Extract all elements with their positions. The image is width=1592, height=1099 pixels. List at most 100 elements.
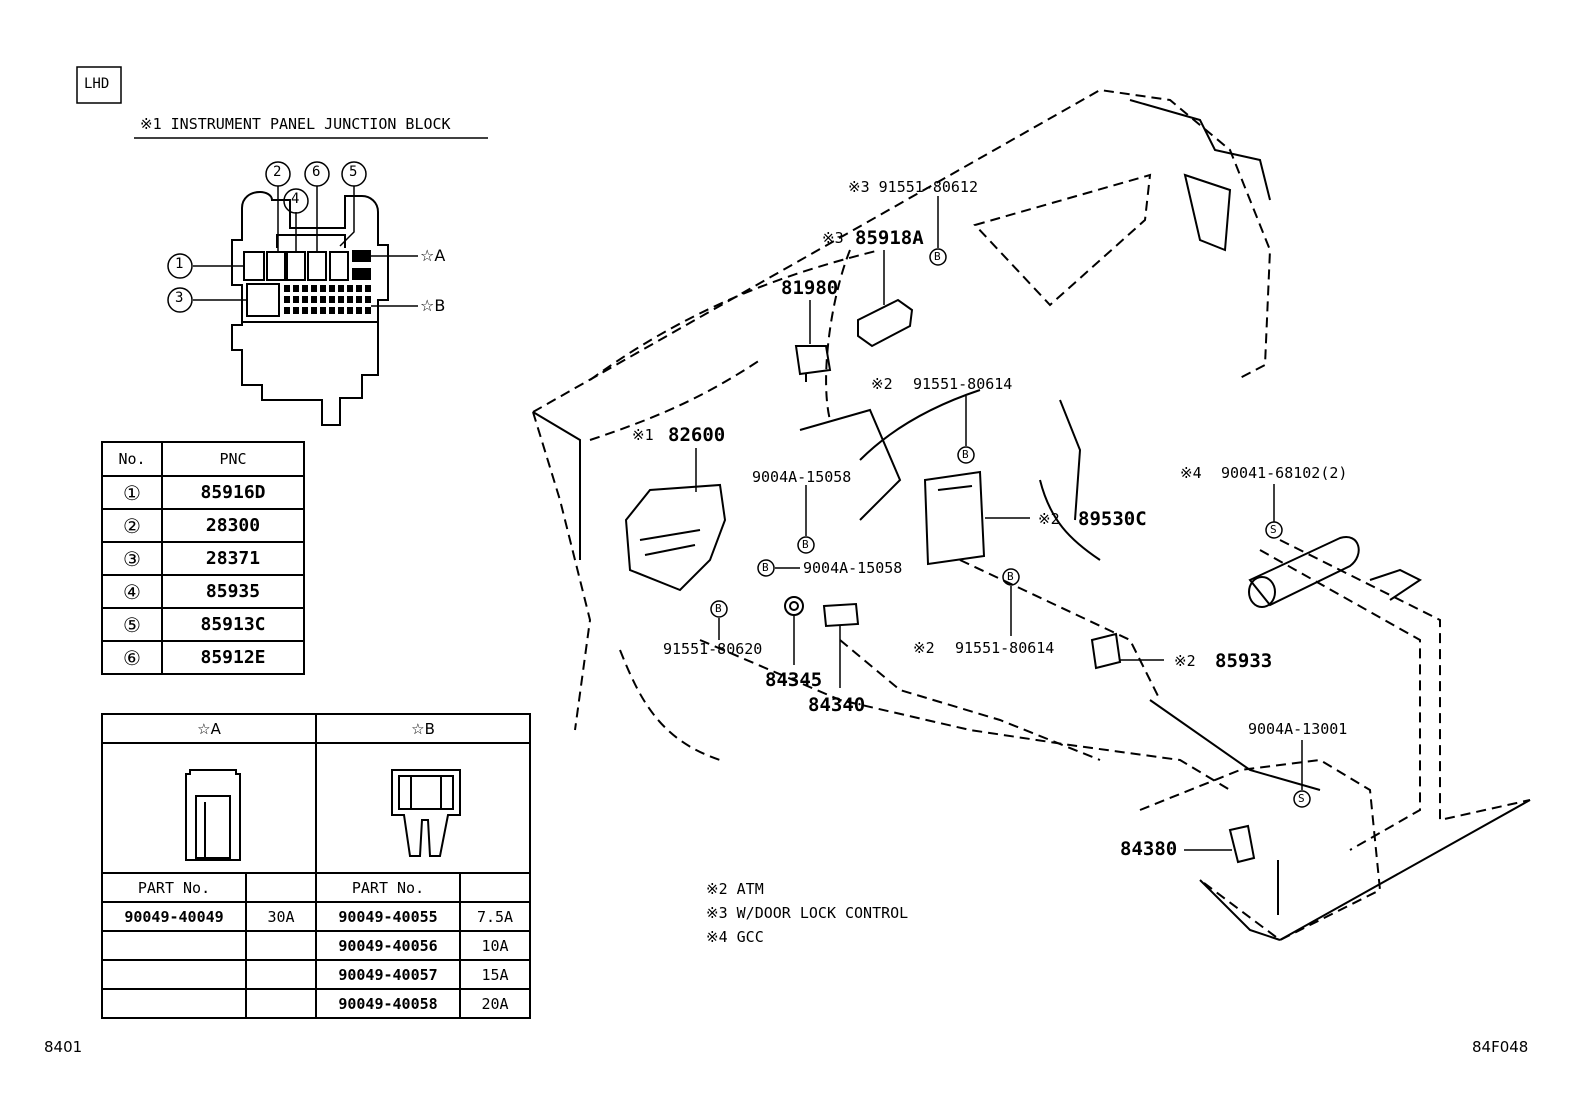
callout-9004a-13001: 9004A-13001 (1248, 720, 1348, 738)
fuse-a-part (101, 959, 247, 990)
row-pnc: 28371 (161, 541, 305, 576)
marker-b: B (802, 538, 809, 551)
table-row: 90049-40058 20A (101, 988, 531, 1019)
row-pnc: 85935 (161, 574, 305, 609)
callout-89530c: 89530C (1078, 508, 1147, 530)
part-no-header-b: PART No. (315, 872, 461, 903)
marker-circles (710, 248, 1311, 808)
note-gcc: ※4 GCC (706, 928, 764, 946)
callout-4-label: 4 (291, 191, 300, 207)
callout-91551-80620: 91551-80620 (663, 640, 763, 658)
callout-85933: 85933 (1215, 650, 1273, 672)
callout-90041-68102-mark: ※4 (1180, 464, 1202, 482)
ring-84345 (784, 596, 804, 616)
row-no: ⑤ (101, 607, 163, 642)
callout-1-label: 1 (175, 256, 184, 272)
fuse-b-rating: 20A (459, 988, 531, 1019)
junction-block-title: ※1 INSTRUMENT PANEL JUNCTION BLOCK (140, 115, 451, 133)
fuse-a-part (101, 930, 247, 961)
ecu-89530c (923, 470, 986, 566)
note-door-lock: ※3 W/DOOR LOCK CONTROL (706, 904, 909, 922)
callout-91551-80614-top-mark: ※2 (871, 375, 893, 393)
callout-2-label: 2 (273, 164, 282, 180)
row-no: ① (101, 475, 163, 510)
callout-91551-80614-bottom-mark: ※2 (913, 639, 935, 657)
rating-header-b (459, 872, 531, 903)
callout-3-label: 3 (175, 290, 184, 306)
fuse-b-rating: 10A (459, 930, 531, 961)
bracket-84380 (1228, 824, 1256, 864)
callout-91551-80614-bottom: 91551-80614 (955, 639, 1055, 657)
callout-84340: 84340 (808, 694, 866, 716)
callout-6-label: 6 (312, 164, 321, 180)
module-85933 (1090, 632, 1122, 670)
fuse-b-part: 90049-40055 (315, 901, 461, 932)
dashboard-outline (532, 88, 1531, 942)
marker-b: B (962, 448, 969, 461)
row-pnc: 85916D (161, 475, 305, 510)
callout-84345: 84345 (765, 669, 823, 691)
relay-85918a (857, 298, 914, 348)
marker-b: B (1007, 570, 1014, 583)
row-pnc: 85913C (161, 607, 305, 642)
footer-right-code: 84F048 (1472, 1038, 1529, 1056)
callout-9004a-15058-bottom: 9004A-15058 (803, 559, 903, 577)
callout-91551-80614-top: 91551-80614 (913, 375, 1013, 393)
marker-s: S (1298, 792, 1305, 805)
row-no: ⑥ (101, 640, 163, 675)
row-pnc: 28300 (161, 508, 305, 543)
rating-header-a (245, 872, 317, 903)
fuse-a-part: 90049-40049 (101, 901, 247, 932)
fuse-b-rating: 15A (459, 959, 531, 990)
marker-b: B (934, 250, 941, 263)
fuse-col-b-header: ☆B (315, 713, 531, 744)
fuse-b-part: 90049-40058 (315, 988, 461, 1019)
fuse-a-rating (245, 930, 317, 961)
callout-89530c-mark: ※2 (1038, 510, 1060, 528)
fuse-a-rating: 30A (245, 901, 317, 932)
fuse-b-image-cell (315, 742, 531, 874)
fuse-blocks-a (352, 250, 371, 280)
cylinder-90041 (1248, 536, 1422, 608)
row-no: ④ (101, 574, 163, 609)
fuse-b-rating: 7.5A (459, 901, 531, 932)
callout-85918a: 85918A (855, 227, 924, 249)
sensor-84340 (822, 602, 860, 628)
pnc-header-no: No. (101, 441, 163, 477)
note-atm: ※2 ATM (706, 880, 764, 898)
pnc-header-pnc: PNC (161, 441, 305, 477)
fuse-table: ☆A ☆B PART No. PART No. 90049-40049 30A … (101, 713, 531, 1019)
callout-81980: 81980 (781, 277, 839, 299)
marker-b: B (762, 561, 769, 574)
callout-90041-68102: 90041-68102(2) (1221, 464, 1348, 482)
fuse-blocks-b (284, 285, 371, 314)
fuse-b-part: 90049-40057 (315, 959, 461, 990)
callout-5-label: 5 (349, 164, 358, 180)
dashboard-solid-lines (532, 99, 1531, 941)
junction-block-outline (231, 190, 389, 426)
fuse-a-rating (245, 959, 317, 990)
fuse-a-image-cell (101, 742, 317, 874)
row-pnc: 85912E (161, 640, 305, 675)
marker-s: S (1270, 523, 1277, 536)
callout-91551-80612: ※3 91551-80612 (848, 178, 978, 196)
callout-leaders (695, 196, 1303, 851)
fuse-col-a-header: ☆A (101, 713, 317, 744)
table-row: 90049-40056 10A (101, 930, 531, 961)
junction-leaders (193, 186, 418, 307)
row-no: ③ (101, 541, 163, 576)
row-no: ② (101, 508, 163, 543)
footer-left-code: 8401 (44, 1038, 83, 1056)
fuse-b-part: 90049-40056 (315, 930, 461, 961)
fuse-a-part (101, 988, 247, 1019)
star-a-label: ☆A (420, 246, 446, 265)
junction-block-82600 (624, 483, 727, 592)
table-row: 90049-40057 15A (101, 959, 531, 990)
